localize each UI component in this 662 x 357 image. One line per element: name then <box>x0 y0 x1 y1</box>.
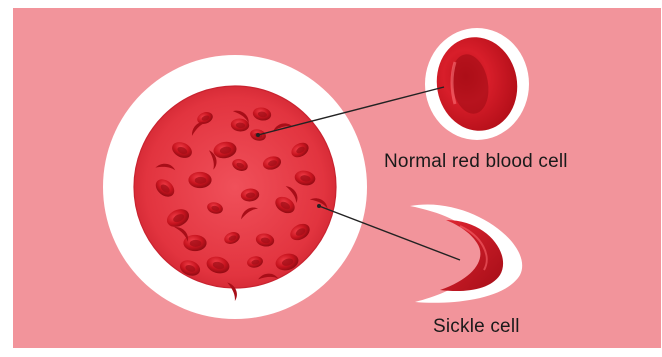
normal-cell-pointer-dot <box>256 133 260 137</box>
normal-red-blood-cell-icon <box>425 28 529 140</box>
sample-red-blood-cell <box>188 172 211 188</box>
blood-sample-circle-icon <box>103 55 367 319</box>
normal-cell-label: Normal red blood cell <box>384 151 568 173</box>
sickle-cell-pointer-dot <box>317 204 321 208</box>
sickle-cell-label: Sickle cell <box>433 316 520 338</box>
